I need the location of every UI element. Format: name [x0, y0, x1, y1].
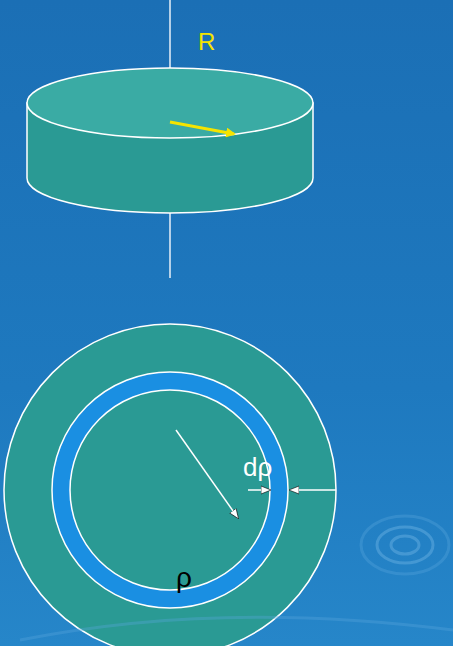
disk-face	[4, 324, 336, 646]
disk-top	[27, 68, 313, 138]
axis-line	[169, 213, 171, 278]
inner-disk	[70, 390, 270, 590]
thickness-label: dρ	[243, 454, 272, 480]
ripple-decoration	[20, 516, 453, 640]
ring-element	[52, 372, 288, 608]
radius-label: R	[198, 30, 215, 54]
radius-arrow	[170, 122, 234, 134]
rho-arrow	[176, 430, 238, 518]
radius-label: ρ	[176, 564, 192, 592]
dr-arrow	[248, 489, 270, 491]
dr-arrow	[290, 489, 336, 491]
